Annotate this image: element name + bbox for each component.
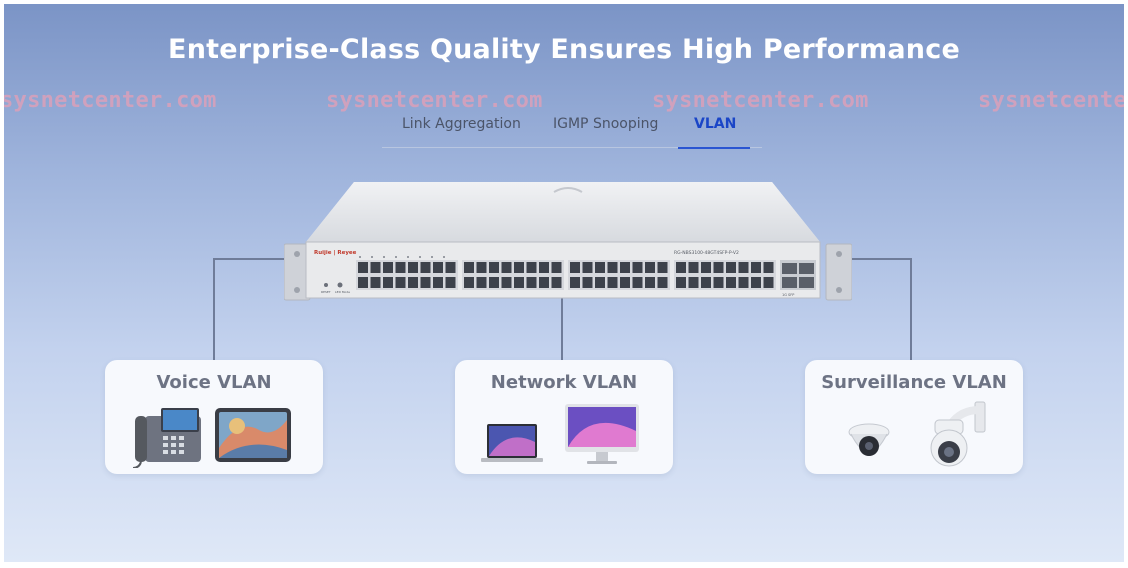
bottom-margin (0, 562, 1128, 568)
switch-brand: Ruijie | Reyee (314, 250, 357, 256)
watermark: sysnetcente (978, 88, 1124, 113)
voice-vlan-title: Voice VLAN (156, 372, 272, 393)
dome-camera-icon (848, 423, 890, 456)
connector-network (561, 294, 563, 360)
connector-voice (213, 258, 215, 360)
connector-surveillance-h (842, 258, 912, 260)
reset-label: RESET (321, 290, 331, 294)
active-tab-indicator (678, 147, 750, 149)
tab-vlan[interactable]: VLAN (694, 116, 737, 132)
surveillance-vlan-title: Surveillance VLAN (821, 372, 1007, 393)
tab-igmp-snooping[interactable]: IGMP Snooping (553, 116, 659, 132)
watermark: sysnetcenter.com (652, 88, 869, 113)
connector-surveillance (910, 258, 912, 360)
watermark: sysnetcenter.com (326, 88, 543, 113)
surveillance-vlan-card: Surveillance VLAN (805, 360, 1023, 474)
network-vlan-title: Network VLAN (490, 372, 638, 393)
voice-vlan-card: Voice VLAN (105, 360, 323, 474)
ptz-camera-icon (930, 401, 986, 467)
desktop-monitor-icon (565, 404, 639, 464)
network-vlan-card: Network VLAN (455, 360, 673, 474)
tab-link-aggregation[interactable]: Link Aggregation (402, 116, 521, 132)
feature-tabs: Link Aggregation IGMP Snooping VLAN (382, 114, 762, 149)
watermark: sysnetcenter.com (4, 88, 217, 113)
ip-phone-icon (132, 408, 201, 468)
sfp-label: 1G SFP (782, 293, 794, 297)
switch-model: RG-NBS3100-48GT4SFP-P-V2 (674, 250, 739, 256)
banner: Enterprise-Class Quality Ensures High Pe… (4, 4, 1124, 562)
tablet-icon (215, 408, 291, 462)
connector-voice-h (213, 258, 293, 260)
network-switch: Ruijie | Reyee RG-NBS3100-48GT4SFP-P-V2 … (284, 182, 852, 301)
laptop-icon (481, 424, 543, 462)
led-mode-label: LED Mode (335, 290, 350, 294)
page-title: Enterprise-Class Quality Ensures High Pe… (168, 34, 960, 65)
